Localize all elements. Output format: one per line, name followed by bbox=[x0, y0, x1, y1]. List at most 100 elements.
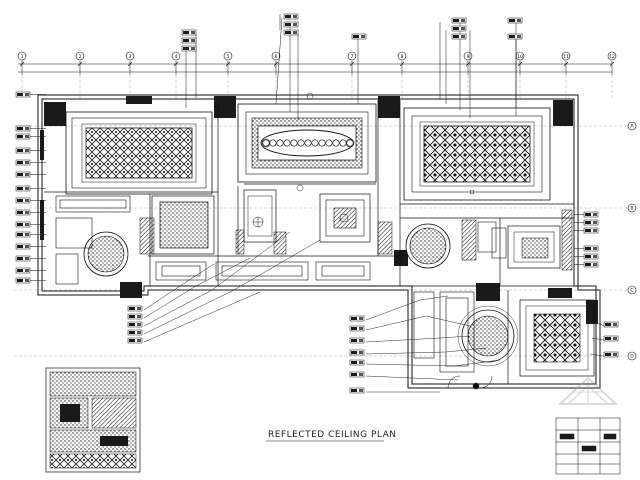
axis-bubble-top: 1 bbox=[17, 51, 27, 61]
annotation-tag bbox=[349, 315, 365, 322]
axis-bubble-right: D bbox=[627, 351, 637, 361]
annotation-tag bbox=[283, 21, 299, 28]
axis-bubbles-right: A B C D bbox=[627, 121, 637, 361]
svg-text:A: A bbox=[630, 124, 634, 130]
annotation-tag bbox=[15, 243, 31, 250]
annotation-tag bbox=[181, 37, 197, 44]
svg-text:B: B bbox=[630, 206, 633, 212]
axis-bubble-right: B bbox=[627, 203, 637, 213]
annotation-tag bbox=[349, 359, 365, 366]
annotation-tag bbox=[507, 17, 523, 24]
svg-text:4: 4 bbox=[175, 54, 178, 60]
axis-bubble-top: 11 bbox=[561, 51, 571, 61]
structural-columns bbox=[40, 96, 598, 324]
axis-bubble-top: 10 bbox=[515, 51, 525, 61]
svg-text:12: 12 bbox=[609, 54, 615, 60]
axis-bubble-top: 5 bbox=[223, 51, 233, 61]
annotation-tag bbox=[127, 321, 143, 328]
drawing-title: REFLECTED CEILING PLAN bbox=[268, 430, 397, 440]
annotation-tag bbox=[15, 133, 31, 140]
annotation-tag bbox=[583, 227, 599, 234]
annotation-tag bbox=[583, 211, 599, 218]
annotation-tag bbox=[507, 33, 523, 40]
axis-bubble-top: 4 bbox=[171, 51, 181, 61]
title-block bbox=[555, 417, 621, 475]
annotation-tag bbox=[15, 171, 31, 178]
hatched-walls bbox=[139, 209, 573, 271]
small-ceiling-panels bbox=[151, 189, 595, 377]
annotation-tag bbox=[603, 351, 619, 358]
annotation-tag bbox=[15, 231, 31, 238]
annotation-tag bbox=[603, 335, 619, 342]
annotation-tag bbox=[349, 387, 365, 394]
svg-text:8: 8 bbox=[401, 54, 404, 60]
annotation-tag bbox=[15, 277, 31, 284]
annotation-tag bbox=[351, 33, 367, 40]
annotation-tag bbox=[15, 255, 31, 262]
annotation-tag bbox=[15, 159, 31, 166]
annotation-tag bbox=[283, 29, 299, 36]
annotation-tag bbox=[349, 349, 365, 356]
annotation-tag bbox=[181, 45, 197, 52]
annotation-tag bbox=[451, 33, 467, 40]
annotation-tag bbox=[583, 253, 599, 260]
interior-partitions bbox=[44, 100, 596, 384]
top-dimension-lines bbox=[18, 61, 615, 75]
annotation-tag bbox=[127, 329, 143, 336]
svg-text:1: 1 bbox=[21, 54, 24, 60]
annotation-tag bbox=[349, 337, 365, 344]
svg-text:6: 6 bbox=[275, 54, 278, 60]
axis-bubble-top: 12 bbox=[607, 51, 617, 61]
annotation-tag bbox=[283, 13, 299, 20]
axis-bubble-top: 8 bbox=[397, 51, 407, 61]
svg-text:3: 3 bbox=[129, 54, 132, 60]
axis-bubble-right: C bbox=[627, 285, 637, 295]
lower-ceiling-strips bbox=[55, 195, 507, 373]
ceiling-panel-room-3 bbox=[403, 107, 551, 201]
axis-bubble-top: 3 bbox=[125, 51, 135, 61]
axis-bubble-top: 9 bbox=[463, 51, 473, 61]
svg-text:C: C bbox=[630, 288, 633, 294]
annotation-tag bbox=[349, 325, 365, 332]
annotation-tag bbox=[15, 267, 31, 274]
annotation-tag bbox=[451, 17, 467, 24]
annotation-tag bbox=[15, 209, 31, 216]
annotation-tag bbox=[15, 221, 31, 228]
axis-bubble-right: A bbox=[627, 121, 637, 131]
lower-leader-lines bbox=[143, 231, 605, 393]
ceiling-panel-room-2 bbox=[237, 103, 377, 183]
watermark-logo bbox=[557, 376, 619, 405]
annotation-tags bbox=[15, 13, 619, 394]
annotation-tag bbox=[127, 313, 143, 320]
axis-bubble-top: 6 bbox=[271, 51, 281, 61]
annotation-tag bbox=[583, 245, 599, 252]
fixture-marks bbox=[252, 92, 493, 390]
annotation-tag bbox=[127, 305, 143, 312]
annotation-tag bbox=[583, 261, 599, 268]
axis-bubble-top: 2 bbox=[75, 51, 85, 61]
elevation-thumbnail bbox=[45, 367, 141, 473]
annotation-tag bbox=[181, 29, 197, 36]
annotation-tag bbox=[603, 321, 619, 328]
annotation-tag bbox=[15, 197, 31, 204]
annotation-tag bbox=[15, 91, 31, 98]
annotation-leader-lines bbox=[30, 14, 584, 281]
annotation-tag bbox=[15, 185, 31, 192]
annotation-tag bbox=[15, 147, 31, 154]
svg-text:D: D bbox=[630, 354, 634, 360]
axis-bubble-top: 7 bbox=[347, 51, 357, 61]
annotation-tag bbox=[451, 25, 467, 32]
ceiling-panel-room-1 bbox=[65, 111, 213, 195]
svg-text:2: 2 bbox=[79, 54, 82, 60]
svg-text:9: 9 bbox=[467, 54, 470, 60]
annotation-tag bbox=[127, 337, 143, 344]
annotation-tag bbox=[583, 219, 599, 226]
svg-text:7: 7 bbox=[351, 54, 354, 60]
svg-text:11: 11 bbox=[563, 54, 569, 60]
svg-text:5: 5 bbox=[227, 54, 230, 60]
annotation-tag bbox=[349, 371, 365, 378]
annotation-tag bbox=[15, 125, 31, 132]
svg-text:10: 10 bbox=[517, 54, 523, 60]
